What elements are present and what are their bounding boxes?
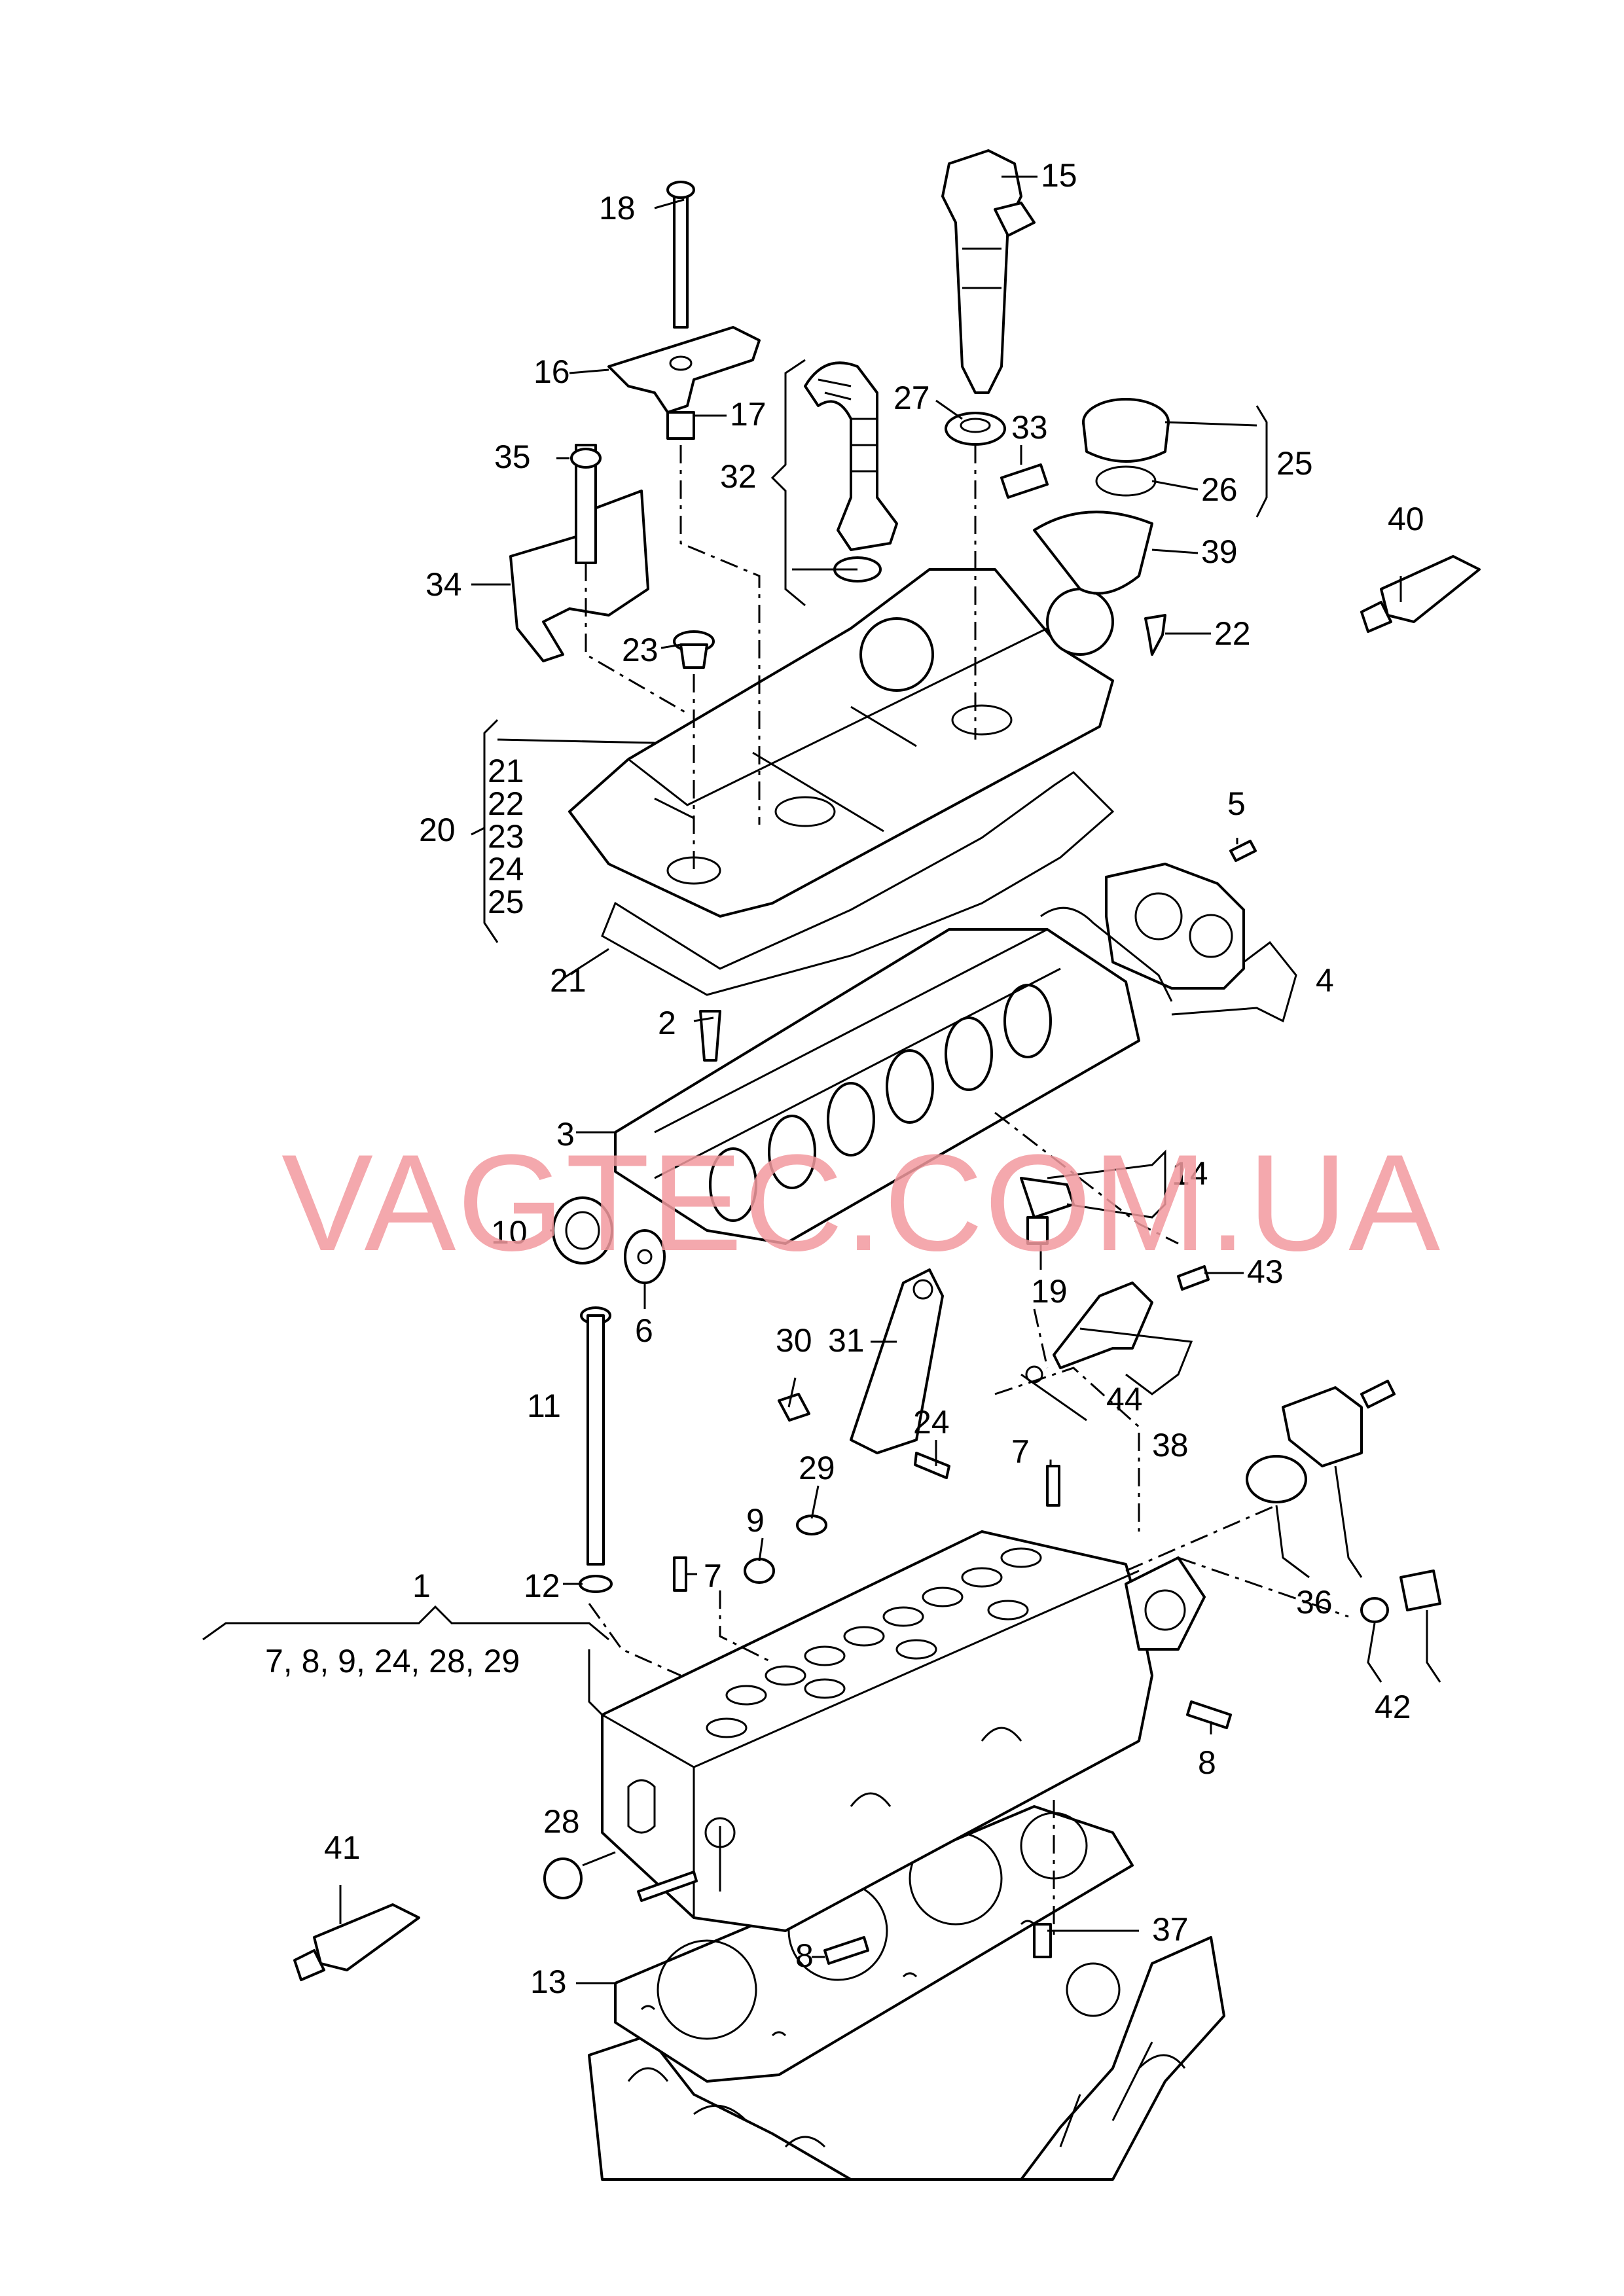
group20-item-22: 22 [488,785,524,822]
label-7-lower: 7 [704,1558,722,1594]
label-22: 22 [1214,615,1251,652]
sealant-tube-40 [1360,555,1481,633]
cam-sensor-wheel-6 [624,1229,666,1284]
vacuum-pump-36 [1246,1380,1396,1503]
label-14: 14 [1172,1155,1208,1192]
label-10: 10 [491,1214,528,1251]
cylinder-head [601,1530,1206,1932]
sensors [1020,1177,1153,1384]
label-16: 16 [533,353,570,390]
label-30: 30 [776,1322,812,1359]
label-8-right: 8 [1198,1744,1216,1781]
label-37: 37 [1152,1911,1189,1948]
engine-block-drawing [588,1936,1225,2181]
label-11: 11 [527,1388,561,1424]
group20-item-21: 21 [488,753,524,789]
plug-23 [673,630,715,669]
label-4: 4 [1316,962,1334,999]
connector-33 [1000,463,1049,499]
sealant-tube-41 [293,1903,420,1981]
label-7-upper: 7 [1011,1433,1030,1470]
label-1: 1 [412,1568,431,1604]
label-8-lower: 8 [795,1937,814,1974]
bolts [699,614,1257,1291]
label-21: 21 [550,962,586,999]
label-15: 15 [1041,157,1077,194]
bracket-31 [778,1268,944,1454]
leader-lines [202,175,1441,1984]
label-26: 26 [1201,471,1238,508]
cover-4 [1040,863,1245,1002]
head-gasket [614,1805,1134,2083]
plug-28 [543,1857,583,1899]
label-40: 40 [1388,501,1424,537]
label-42: 42 [1375,1689,1411,1725]
bracket-16 [607,181,761,440]
label-9: 9 [746,1502,765,1539]
group20-item-23: 23 [488,818,524,855]
label-25: 25 [1276,445,1313,482]
assembly-lines [585,445,1349,1937]
oil-filler-cap [1033,398,1170,595]
callout-labels: 15 18 16 17 27 33 25 26 39 22 32 35 34 2… [265,157,1424,2000]
label-3: 3 [556,1116,575,1153]
label-29: 29 [799,1450,835,1486]
camshaft-housing [614,928,1140,1245]
label-6: 6 [635,1312,653,1349]
small-studs-seals [673,1452,1060,1592]
injector-15 [941,149,1036,394]
label-23: 23 [622,632,659,668]
label-36: 36 [1296,1584,1333,1621]
bracket-34 [509,444,649,662]
label-34: 34 [425,566,462,603]
label-38: 38 [1152,1427,1189,1463]
label-5: 5 [1227,785,1246,822]
group20-item-24: 24 [488,851,524,888]
label-27: 27 [893,380,930,416]
breather-hose-32 [804,361,898,583]
group1-items: 7, 8, 9, 24, 28, 29 [265,1643,520,1679]
label-39: 39 [1201,533,1238,570]
label-18: 18 [599,190,636,226]
label-20: 20 [419,812,456,848]
label-31: 31 [828,1322,865,1359]
group20-item-25: 25 [488,884,524,920]
label-13: 13 [530,1964,567,2000]
valve-cover [568,568,1114,918]
label-24: 24 [913,1404,950,1441]
label-43: 43 [1247,1253,1284,1290]
valve-cover-gasket [601,771,1115,996]
label-41: 41 [324,1829,361,1866]
sleeve-37 [1033,1923,1052,1958]
watermark: VAGTEC.COM.UA [281,1126,1441,1280]
label-32: 32 [720,458,757,495]
label-35: 35 [494,439,531,475]
stud-8 [823,1700,1232,1965]
label-28: 28 [543,1803,580,1840]
label-33: 33 [1011,409,1048,446]
head-bolt-11 [579,1306,613,1593]
seal-27 [945,412,1006,446]
label-19: 19 [1031,1273,1068,1310]
label-12: 12 [524,1568,560,1604]
label-2: 2 [658,1005,676,1041]
label-17: 17 [730,396,767,433]
label-44: 44 [1106,1381,1143,1418]
plug-42 [1360,1570,1441,1623]
